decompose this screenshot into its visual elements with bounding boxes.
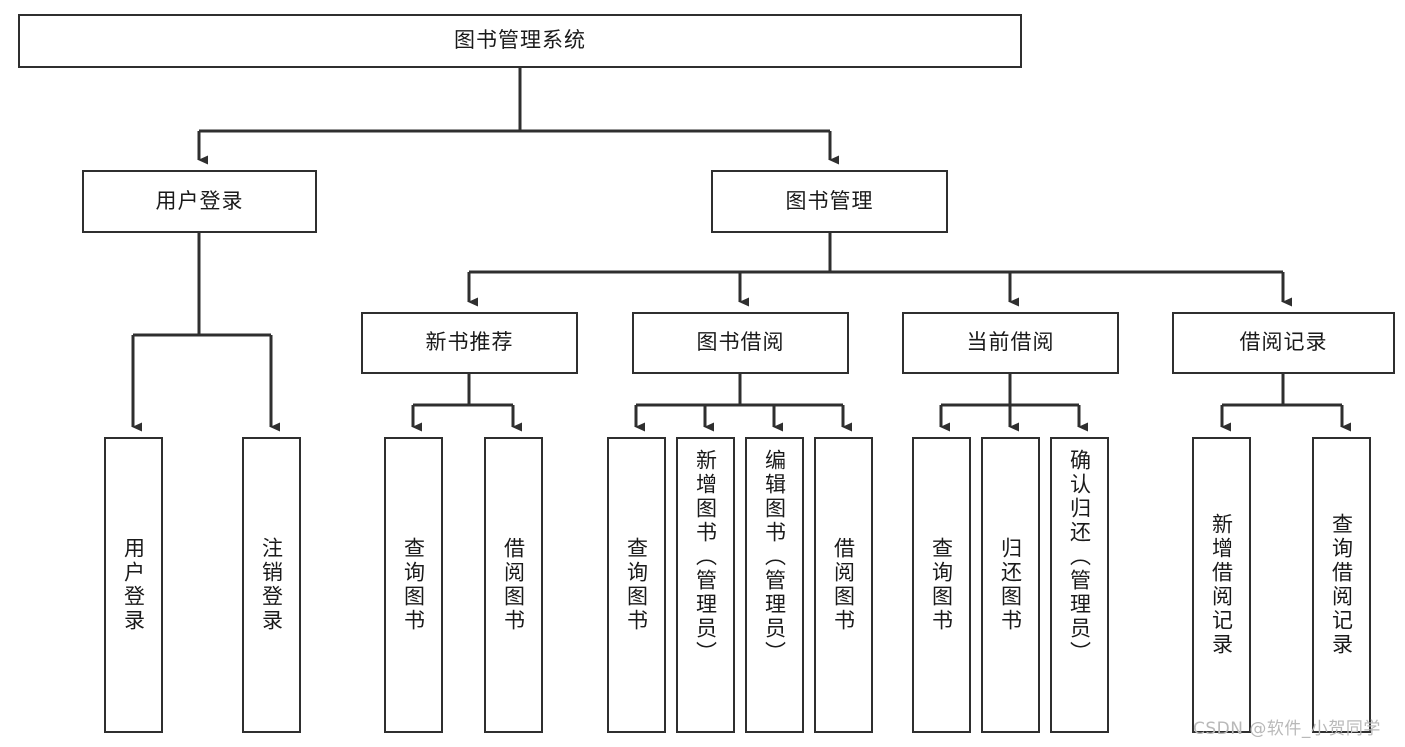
node-book-borrow[interactable]: 图书借阅 bbox=[632, 312, 849, 374]
node-leaf-query-book-cb[interactable]: 查询图书 bbox=[912, 437, 971, 733]
node-user-login-label: 用户登录 bbox=[155, 188, 244, 213]
node-leaf-borrow-book-bb[interactable]: 借阅图书 bbox=[814, 437, 873, 733]
node-leaf-return-book-label: 归还图书 bbox=[998, 537, 1023, 633]
node-user-login[interactable]: 用户登录 bbox=[82, 170, 317, 233]
node-book-management[interactable]: 图书管理 bbox=[711, 170, 948, 233]
node-leaf-add-book-admin[interactable]: 新增图书（管理员） bbox=[676, 437, 735, 733]
node-leaf-query-book-cb-label: 查询图书 bbox=[929, 537, 954, 633]
node-leaf-user-login-label: 用户登录 bbox=[121, 537, 146, 633]
node-leaf-confirm-return-admin-label: 确认归还（管理员） bbox=[1067, 449, 1092, 665]
node-leaf-query-borrow-record-label: 查询借阅记录 bbox=[1329, 513, 1354, 657]
node-root-system[interactable]: 图书管理系统 bbox=[18, 14, 1022, 68]
node-borrow-record-label: 借阅记录 bbox=[1239, 330, 1328, 355]
node-leaf-user-login[interactable]: 用户登录 bbox=[104, 437, 163, 733]
node-leaf-confirm-return-admin[interactable]: 确认归还（管理员） bbox=[1050, 437, 1109, 733]
node-leaf-query-book-bb-label: 查询图书 bbox=[624, 537, 649, 633]
node-root-system-label: 图书管理系统 bbox=[454, 28, 586, 53]
node-current-borrow[interactable]: 当前借阅 bbox=[902, 312, 1119, 374]
node-leaf-logout-label: 注销登录 bbox=[259, 537, 284, 633]
node-leaf-return-book[interactable]: 归还图书 bbox=[981, 437, 1040, 733]
node-current-borrow-label: 当前借阅 bbox=[966, 330, 1055, 355]
node-book-borrow-label: 图书借阅 bbox=[696, 330, 785, 355]
node-leaf-add-borrow-record-label: 新增借阅记录 bbox=[1209, 513, 1234, 657]
node-leaf-query-book-nb-label: 查询图书 bbox=[401, 537, 426, 633]
node-leaf-edit-book-admin[interactable]: 编辑图书（管理员） bbox=[745, 437, 804, 733]
node-leaf-edit-book-admin-label: 编辑图书（管理员） bbox=[762, 449, 787, 665]
node-leaf-borrow-book-nb[interactable]: 借阅图书 bbox=[484, 437, 543, 733]
node-leaf-logout[interactable]: 注销登录 bbox=[242, 437, 301, 733]
node-new-book-recommend-label: 新书推荐 bbox=[425, 330, 514, 355]
node-leaf-borrow-book-bb-label: 借阅图书 bbox=[831, 537, 856, 633]
node-new-book-recommend[interactable]: 新书推荐 bbox=[361, 312, 578, 374]
node-leaf-query-book-nb[interactable]: 查询图书 bbox=[384, 437, 443, 733]
node-leaf-query-book-bb[interactable]: 查询图书 bbox=[607, 437, 666, 733]
node-book-management-label: 图书管理 bbox=[785, 188, 874, 213]
node-borrow-record[interactable]: 借阅记录 bbox=[1172, 312, 1395, 374]
watermark-text: CSDN @软件_小贺同学 bbox=[1193, 719, 1381, 739]
node-leaf-add-borrow-record[interactable]: 新增借阅记录 bbox=[1192, 437, 1251, 733]
node-leaf-add-book-admin-label: 新增图书（管理员） bbox=[693, 449, 718, 665]
node-leaf-borrow-book-nb-label: 借阅图书 bbox=[501, 537, 526, 633]
node-leaf-query-borrow-record[interactable]: 查询借阅记录 bbox=[1312, 437, 1371, 733]
